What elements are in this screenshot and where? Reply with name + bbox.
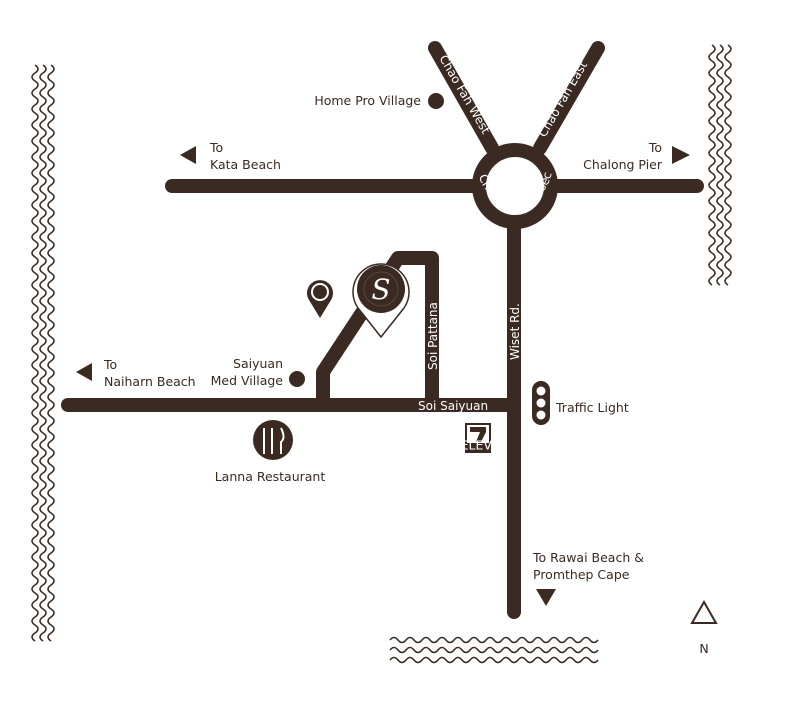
hotel-location-pin[interactable]: S [352, 263, 410, 339]
seven-eleven-label: 7-ELEVEn [448, 438, 508, 453]
wave-line [389, 646, 599, 654]
label-to-chalong: To [648, 140, 662, 155]
label-promthep: Promthep Cape [533, 567, 630, 582]
arrow-left-icon [180, 146, 196, 164]
label-soi-pattana: Soi Pattana [426, 302, 440, 370]
label-chao-fah-west: Chao Fah West [436, 53, 493, 137]
road-chao-fah-east [533, 41, 605, 155]
home-pro-marker [428, 93, 444, 109]
label-med-village: Med Village [211, 373, 284, 388]
label-naiharn-beach: Naiharn Beach [104, 374, 196, 389]
arrow-left-icon [76, 363, 92, 381]
wave-line [389, 656, 599, 664]
label-to-rawai: To Rawai Beach & [532, 550, 644, 565]
hotel-logo: S [371, 273, 390, 306]
saiyuan-med-marker [289, 371, 305, 387]
road-soi-pattana [316, 251, 439, 412]
wave-line [724, 44, 732, 286]
label-chao-fah-east: Chao Fah East [535, 59, 590, 140]
wave-line [389, 636, 599, 644]
label-wiset-rd: Wiset Rd. [508, 303, 522, 360]
sea-waves [31, 44, 732, 664]
traffic-light-icon [532, 381, 550, 425]
label-chalong-pier: Chalong Pier [583, 157, 663, 172]
label-to-naiharn: To [103, 357, 117, 372]
seven-glyph-icon [470, 427, 486, 442]
label-traffic-light: Traffic Light [555, 400, 629, 415]
wave-line [716, 44, 724, 286]
road-chao-fah-west [428, 41, 499, 155]
label-to-kata: To [209, 140, 223, 155]
label-home-pro: Home Pro Village [314, 93, 421, 108]
label-saiyuan: Saiyuan [233, 356, 283, 371]
compass-label: N [699, 641, 708, 656]
north-compass-icon: N [690, 599, 718, 656]
arrow-down-icon [536, 589, 556, 606]
small-pin-icon [307, 280, 333, 318]
wave-line [31, 64, 39, 642]
label-soi-saiyuan: Soi Saiyuan [418, 399, 488, 413]
wave-line [47, 64, 55, 642]
restaurant-icon [253, 420, 293, 460]
arrow-right-icon [672, 146, 690, 164]
label-kata-beach: Kata Beach [210, 157, 281, 172]
wave-line [39, 64, 47, 642]
wave-line [708, 44, 716, 286]
seven-eleven-icon: 7-ELEVEn [448, 423, 508, 453]
label-lanna-restaurant: Lanna Restaurant [215, 469, 326, 484]
chalong-roundabout [472, 143, 558, 229]
